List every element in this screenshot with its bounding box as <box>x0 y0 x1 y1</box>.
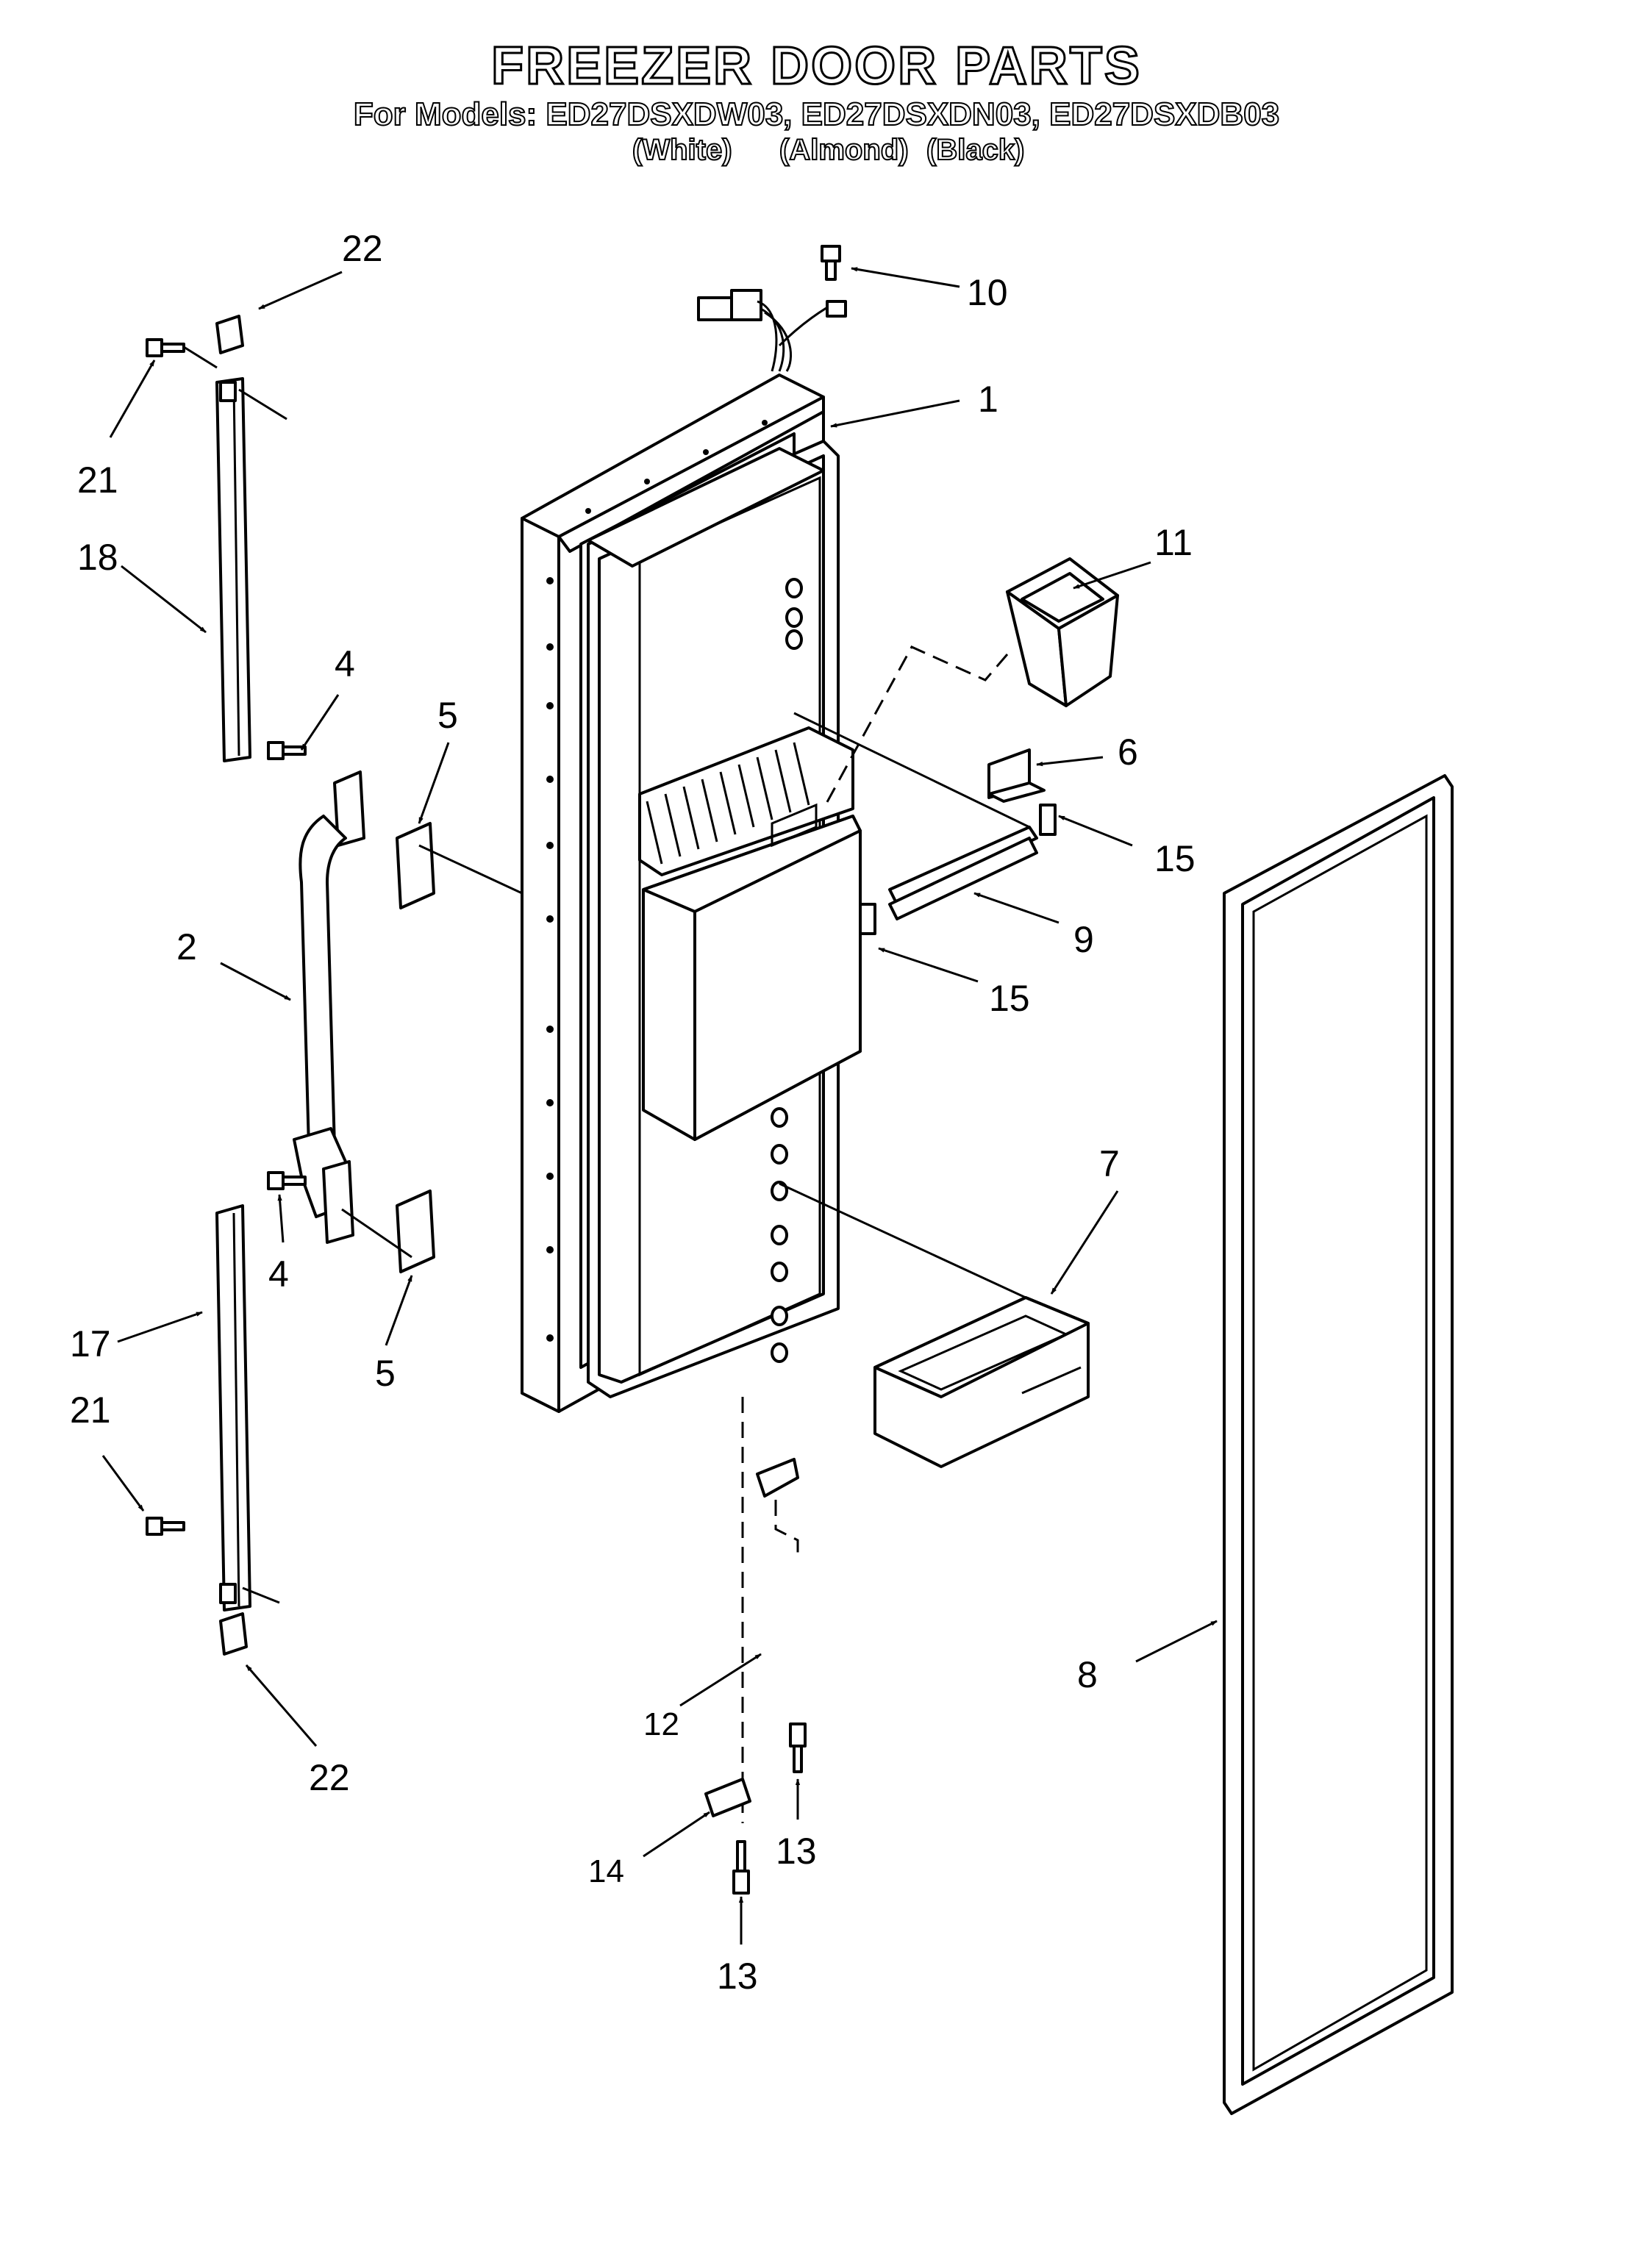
screw-4-upper <box>267 741 307 760</box>
callout-6: 6 <box>1118 731 1138 773</box>
callout-4-lower: 4 <box>268 1253 289 1295</box>
callout-9: 9 <box>1073 919 1094 960</box>
callout-7: 7 <box>1099 1143 1120 1184</box>
ice-chute-11 <box>822 557 1119 809</box>
screw-13-bottom <box>732 1840 750 1895</box>
callout-8: 8 <box>1077 1654 1098 1695</box>
callout-22-lower: 22 <box>309 1757 350 1798</box>
color-variants: (White) (Almond) (Black) <box>0 133 1633 172</box>
title-block: FREEZER DOOR PARTS For Models: ED27DSXDW… <box>0 36 1633 172</box>
screw-10 <box>821 245 841 281</box>
rail-9 <box>793 712 1038 920</box>
door-handle-2 <box>293 770 365 1244</box>
callout-11: 11 <box>1154 522 1193 563</box>
callout-21-upper: 21 <box>77 459 118 501</box>
callout-15-upper: 15 <box>1154 838 1196 879</box>
callout-21-lower: 21 <box>70 1389 111 1431</box>
screw-21-lower <box>146 1517 185 1536</box>
freezer-door-shell <box>521 289 862 1413</box>
callout-15-lower: 15 <box>989 978 1030 1019</box>
screw-21-upper <box>146 338 218 369</box>
callout-4-upper: 4 <box>335 643 355 684</box>
door-edge-holes <box>546 420 768 1342</box>
callout-18: 18 <box>77 537 118 578</box>
trim-17 <box>215 1204 280 1611</box>
handle-leader-line <box>418 844 523 895</box>
callout-13-bottom: 13 <box>717 1956 758 1997</box>
trim-18 <box>215 377 287 762</box>
color-almond: (Almond) <box>779 133 910 167</box>
callout-10: 10 <box>967 272 1008 313</box>
models-line: For Models: ED27DSXDW03, ED27DSXDN03, ED… <box>353 96 1280 133</box>
callout-5-lower: 5 <box>375 1353 396 1394</box>
cap-15-lower <box>859 903 876 935</box>
callout-17: 17 <box>70 1323 111 1364</box>
callout-leaders <box>101 267 1218 1945</box>
callout-labels: 22 21 18 10 1 11 4 5 6 15 2 9 15 7 4 17 … <box>70 228 1196 1997</box>
callout-14: 14 <box>588 1853 624 1889</box>
hinge-12 <box>756 1458 799 1559</box>
callout-5-upper: 5 <box>437 695 458 736</box>
callout-12: 12 <box>643 1706 679 1742</box>
dispenser-ribs <box>646 742 810 865</box>
page-title: FREEZER DOOR PARTS <box>490 36 1142 97</box>
drip-tray-7 <box>779 1182 1090 1468</box>
color-black: (Black) <box>926 133 1025 167</box>
cap-15-upper <box>1039 804 1057 836</box>
callout-1: 1 <box>978 379 998 420</box>
door-gasket-8 <box>1223 774 1454 2115</box>
callout-2: 2 <box>176 926 197 967</box>
callout-13-right: 13 <box>776 1831 817 1872</box>
hinge-14 <box>704 1778 751 1817</box>
cap-22-upper <box>215 315 244 354</box>
bracket-5-upper <box>396 822 435 909</box>
color-white: (White) <box>632 133 733 167</box>
screw-4-lower <box>267 1171 307 1190</box>
wire-harness <box>697 289 847 372</box>
cap-22-lower <box>219 1612 248 1656</box>
callout-22-upper: 22 <box>342 228 383 269</box>
bracket-5-lower <box>341 1190 435 1273</box>
screw-13-right <box>789 1723 807 1773</box>
clip-6 <box>987 748 1046 803</box>
